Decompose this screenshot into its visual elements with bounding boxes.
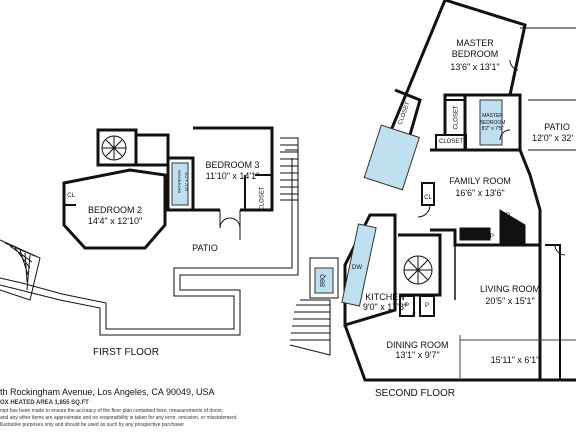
first-floor-patio-inner (0, 158, 293, 330)
dining-room-name: DINING ROOM (386, 340, 449, 350)
kitchen-counter (341, 223, 377, 307)
p2-name: P (424, 303, 429, 309)
first-floor-bath-walls (166, 156, 195, 212)
closet-bath-fixture (363, 124, 420, 191)
master-bath-name: MASTER BEDROOM (479, 113, 506, 126)
bedroom2-name: BEDROOM 2 (87, 205, 142, 215)
second-floor-cl-name: CL (424, 195, 432, 201)
f-name: F (412, 313, 416, 319)
living-room-dim: 20'5" x 15'1" (485, 296, 535, 306)
family-room-name: FAMILY ROOM (449, 176, 511, 186)
first-floor-cl-name: CL (67, 193, 75, 199)
first-floor-closet-name: CLOSET (259, 186, 266, 211)
nook-dim: 15'11" x 6'1" (490, 355, 540, 365)
fp2-name: FP (486, 234, 494, 240)
bedroom3-dim: 11'10" x 14'1" (205, 171, 260, 181)
first-floor-patio-name: PATIO (192, 243, 218, 253)
master-bedroom-name: MASTER BEDROOM (451, 38, 499, 59)
living-room-name: LIVING ROOM (479, 284, 540, 294)
first-floor-bath-fixture (171, 162, 189, 206)
footer-area: OX HEATED AREA 1,855 SQ.FT (0, 400, 89, 406)
bbq-counter (314, 267, 334, 294)
master-bedroom-dim: 13'6" x 13'1" (450, 62, 500, 72)
first-floor-bath-name: BATHROOM (176, 170, 182, 193)
fireplace-shape (499, 209, 526, 246)
master-bath-dim: 8'2" x 7'5" (481, 126, 504, 132)
kitchen-name: KITCHEN (365, 292, 405, 302)
family-room-walls (430, 148, 542, 247)
first-floor-patio-outline (0, 149, 299, 336)
first-floor-right-stairs (280, 137, 299, 201)
family-room-dim: 16'6" x 13'6" (455, 188, 505, 198)
dining-living-walls (343, 245, 576, 382)
dining-room-dim: 13'1" x 9'7" (395, 350, 440, 360)
second-floor-patio-dim: 12'0" x 32' (532, 133, 574, 143)
second-floor-title: SECOND FLOOR (375, 388, 456, 399)
closet-b-name: CLOSET (453, 105, 460, 130)
master-bath-fixture (479, 99, 503, 146)
footer-address: th Rockingham Avenue, Los Angeles, CA 90… (0, 387, 215, 397)
bedroom2-walls (62, 168, 167, 250)
first-floor-left-stairs (0, 239, 41, 301)
bedroom3-name: BEDROOM 3 (205, 160, 260, 170)
first-floor-title: FIRST FLOOR (93, 347, 159, 358)
closet-c-name: CLOSET (438, 139, 463, 145)
fp1-name: FP (502, 213, 510, 219)
kitchen-dim: 9'0" x 17'8" (362, 302, 408, 312)
patio-outline (520, 27, 576, 151)
p1-name: P (404, 303, 409, 309)
bedroom2-dim: 14'4" x 12'10" (87, 216, 143, 226)
footer-disclaimer-3: llustrative purposes only and should be … (0, 422, 184, 428)
bbq-name: BBQ (320, 274, 327, 287)
first-floor-bath-dim: 11'1" x 7'4" (183, 171, 189, 192)
second-floor-stairs (289, 299, 331, 356)
footer-disclaimer-1: mpt has been made to ensure the accuracy… (0, 408, 224, 414)
second-floor-patio-name: PATIO (544, 122, 570, 132)
footer-disclaimer-2: and any other items are approximate and … (0, 415, 238, 421)
first-floor-spiral-box (96, 128, 138, 167)
dw-name: DW (352, 265, 362, 271)
